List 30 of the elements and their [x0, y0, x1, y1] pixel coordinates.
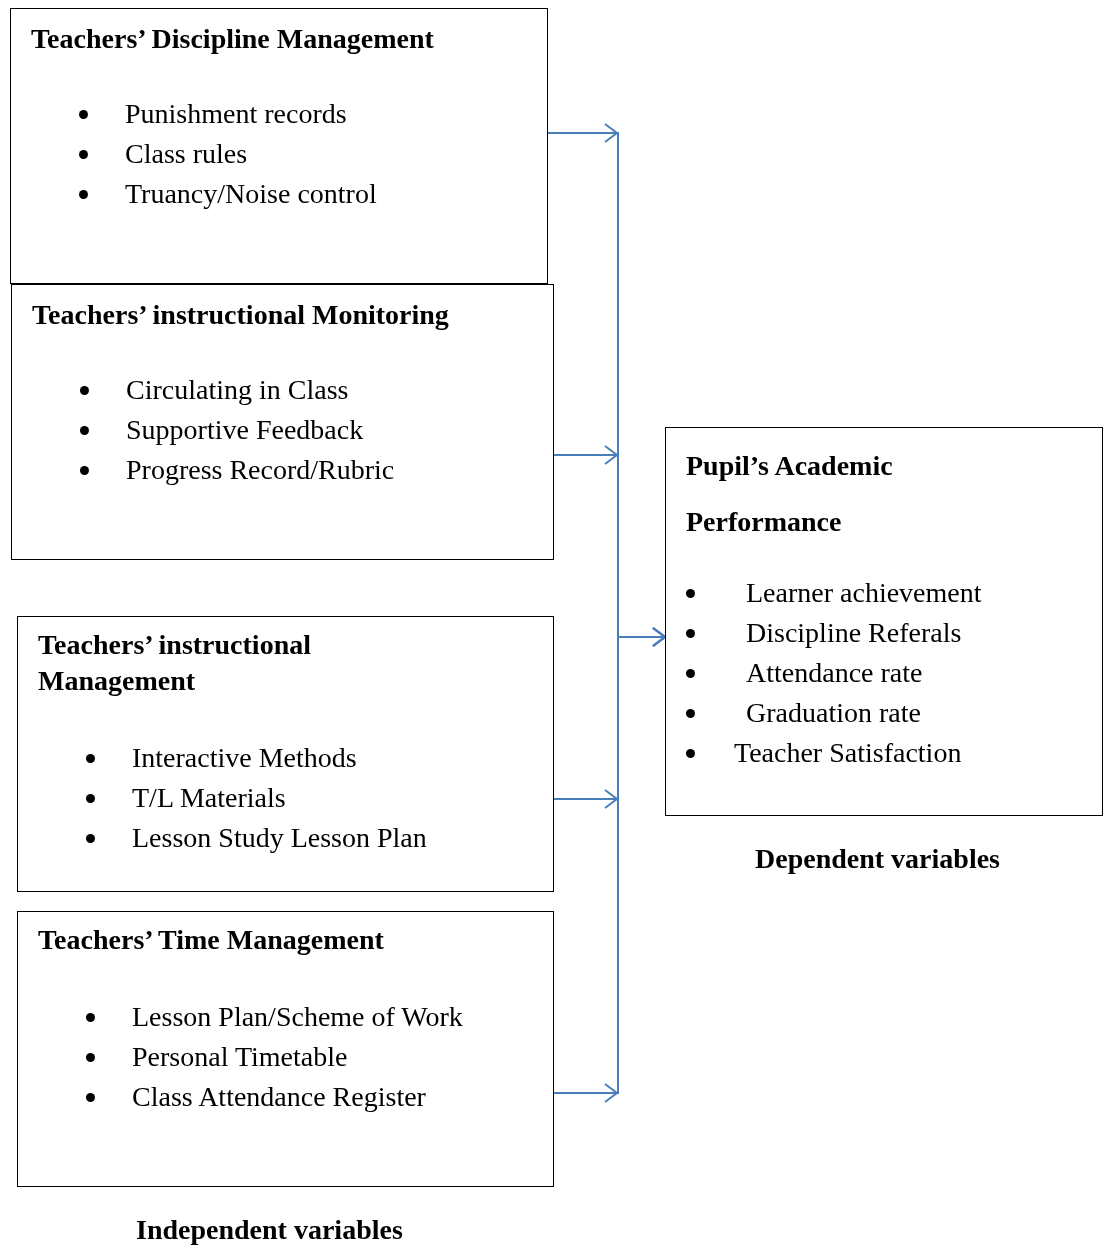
- bullet-item: Progress Record/Rubric: [80, 453, 395, 487]
- bullet-item: Graduation rate: [686, 696, 921, 730]
- box-heading: Teachers’ Time Management: [38, 923, 385, 957]
- bullet-item: Teacher Satisfaction: [686, 736, 962, 770]
- bullet-item: Learner achievement: [686, 576, 982, 610]
- box-heading: Teachers’ Discipline Management: [31, 22, 435, 56]
- text-box: [11, 284, 554, 560]
- bullet-item: Truancy/Noise control: [79, 177, 377, 211]
- text-box: [17, 616, 554, 892]
- arrow: [553, 627, 666, 1103]
- bullet-item: Punishment records: [79, 97, 347, 131]
- group-caption: Dependent variables: [755, 843, 1000, 875]
- text-box: [10, 8, 548, 284]
- bullet-item: Discipline Referals: [686, 616, 962, 650]
- box-heading: Pupil’s Academic Performance: [686, 449, 894, 539]
- group-caption: Independent variables: [136, 1214, 403, 1246]
- text-box: [665, 427, 1103, 816]
- bullet-item: Circulating in Class: [80, 373, 349, 407]
- bullet-item: Supportive Feedback: [80, 413, 364, 447]
- bullet-item: Personal Timetable: [86, 1040, 348, 1074]
- bullet-item: Class Attendance Register: [86, 1080, 426, 1114]
- bullet-item: Interactive Methods: [86, 741, 357, 775]
- bullet-item: Class rules: [79, 137, 248, 171]
- bullet-item: T/L Materials: [86, 781, 286, 815]
- bullet-item: Lesson Plan/Scheme of Work: [86, 1000, 463, 1034]
- box-heading: Teachers’ instructional Monitoring: [32, 298, 450, 332]
- bullet-item: Attendance rate: [686, 656, 923, 690]
- box-heading: Teachers’ instructional Management: [38, 628, 312, 698]
- text-box: [17, 911, 554, 1187]
- bullet-item: Lesson Study Lesson Plan: [86, 821, 427, 855]
